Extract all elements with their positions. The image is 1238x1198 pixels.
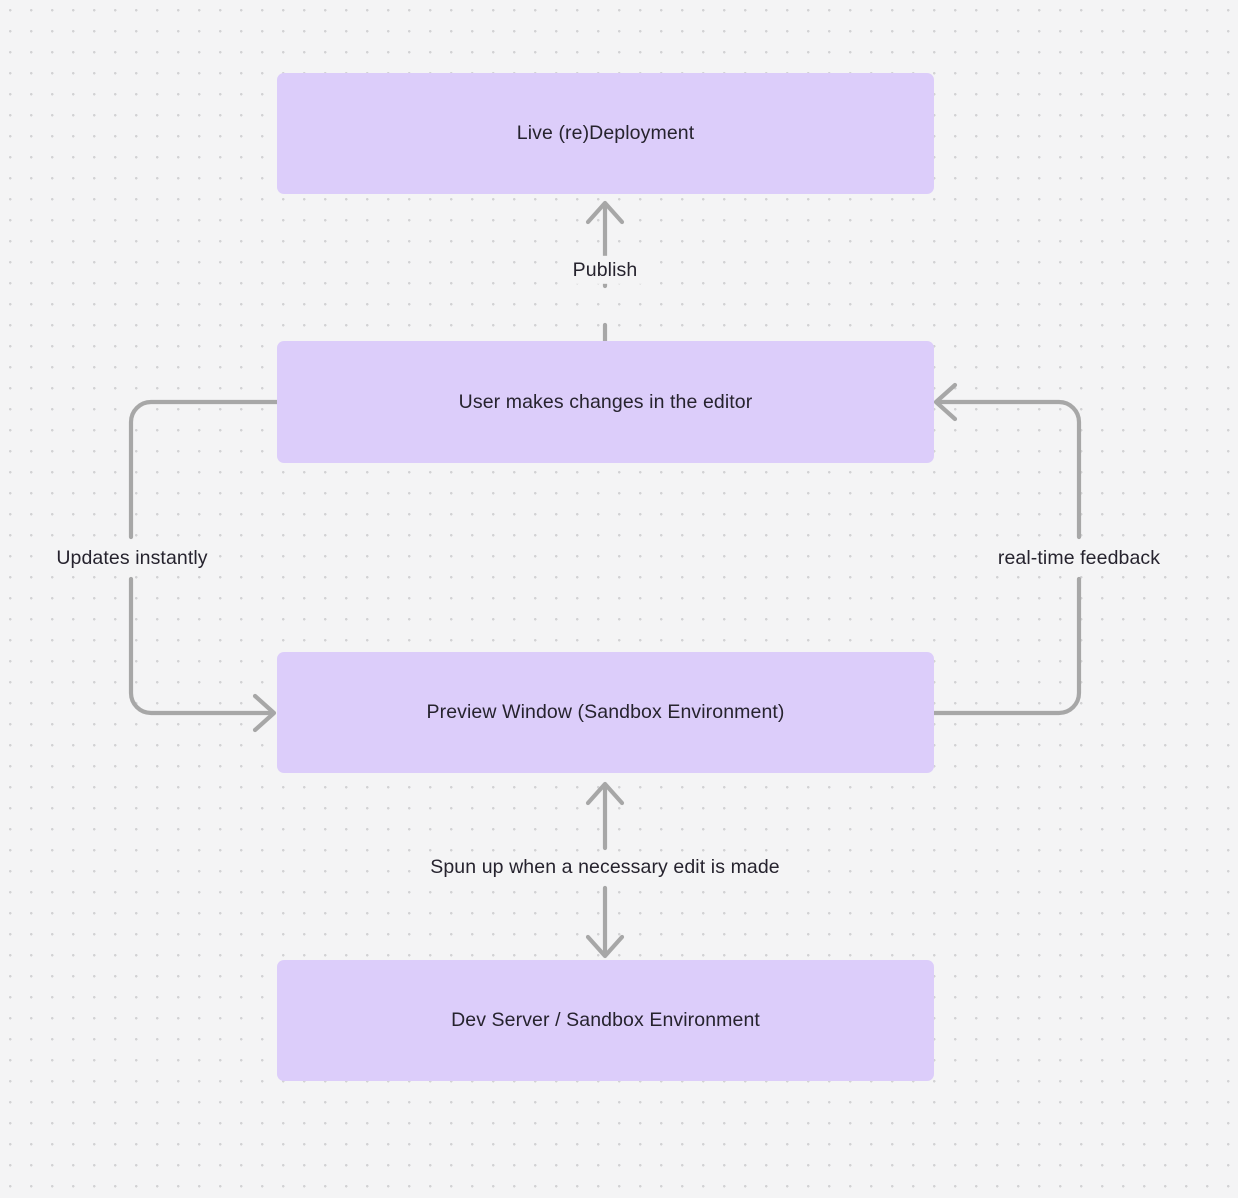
node-preview-window[interactable]: Preview Window (Sandbox Environment)	[277, 652, 934, 773]
node-user-edits-label: User makes changes in the editor	[458, 390, 753, 413]
node-user-edits[interactable]: User makes changes in the editor	[277, 341, 934, 463]
node-live-deployment[interactable]: Live (re)Deployment	[277, 73, 934, 194]
node-dev-server-label: Dev Server / Sandbox Environment	[451, 1009, 760, 1031]
node-preview-window-label: Preview Window (Sandbox Environment)	[426, 701, 785, 723]
node-dev-server[interactable]: Dev Server / Sandbox Environment	[277, 960, 934, 1081]
edge-label-real-time-feedback: real-time feedback	[988, 543, 1170, 573]
edge-label-updates-instantly: Updates instantly	[47, 543, 217, 573]
edge-label-spun-up: Spun up when a necessary edit is made	[421, 852, 789, 882]
edge-label-publish: Publish	[563, 255, 647, 285]
node-live-deployment-label: Live (re)Deployment	[516, 122, 695, 144]
